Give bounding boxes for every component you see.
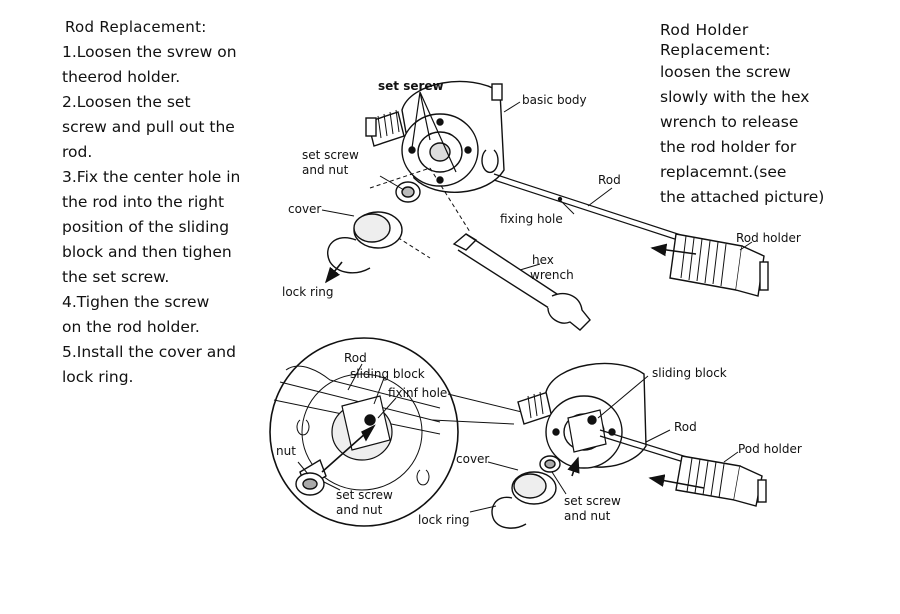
- upper-lock-ring: [327, 237, 371, 274]
- label-set-screw-inset-2: and nut: [336, 503, 383, 517]
- label-lock-ring-upper: lock ring: [282, 285, 334, 299]
- holder-instruction-line: wrench to release: [660, 113, 799, 131]
- instruction-line: the set screw.: [62, 268, 170, 286]
- rod-replacement-instructions: Rod Replacement: 1.Loosen the svrew on t…: [62, 18, 272, 390]
- upper-exploded-view: [321, 80, 769, 331]
- label-set-screw-lower-2: and nut: [564, 509, 611, 523]
- label-nut: nut: [276, 444, 296, 458]
- label-pod-holder: Pod holder: [738, 442, 802, 456]
- label-rod: Rod: [598, 173, 621, 187]
- label-set-screw-inset-1: set screw: [336, 488, 393, 502]
- hex-wrench: [452, 233, 591, 331]
- label-set-screw-nut-2: and nut: [302, 163, 349, 177]
- holder-instruction-line: replacemnt.(see: [660, 163, 787, 181]
- holder-instruction-line: slowly with the hex: [660, 88, 810, 106]
- label-rod-holder: Rod holder: [736, 231, 801, 245]
- label-sliding-block: sliding block: [652, 366, 727, 380]
- label-fixing-hole: fixing hole: [500, 212, 563, 226]
- rod-holder-heading-1: Rod Holder: [660, 21, 749, 39]
- lower-assembled-view: [469, 362, 767, 529]
- instruction-line: 5.Install the cover and: [62, 343, 236, 361]
- instruction-line: 1.Loosen the svrew on: [62, 43, 237, 61]
- label-hex-wrench-1: hex: [532, 253, 554, 267]
- upper-basic-body: [401, 80, 505, 193]
- holder-instruction-line: the attached picture): [660, 188, 825, 206]
- lower-inset-detail: [269, 337, 539, 527]
- label-cover: cover: [288, 202, 321, 216]
- holder-instruction-line: loosen the screw: [660, 63, 791, 81]
- label-hex-wrench-2: wrench: [530, 268, 574, 282]
- upper-threaded-shaft: [365, 109, 405, 147]
- instruction-line: 2.Loosen the set: [62, 93, 191, 111]
- instruction-line: position of the sliding: [62, 218, 230, 236]
- instruction-line: rod.: [62, 143, 93, 161]
- instruction-line: 3.Fix the center hole in: [62, 168, 241, 186]
- instruction-line: on the rod holder.: [62, 318, 200, 336]
- instruction-line: block and then tighen: [62, 243, 232, 261]
- rod-holder-heading-2: Replacement:: [660, 41, 771, 59]
- rod-holder-replacement-instructions: Rod Holder Replacement: loosen the screw…: [660, 20, 890, 210]
- label-fixing-hole-inset: fixinf hole: [388, 386, 447, 400]
- instruction-line: the rod into the right: [62, 193, 225, 211]
- upper-rod-holder: [669, 233, 769, 297]
- instruction-line: screw and pull out the: [62, 118, 235, 136]
- instruction-line: lock ring.: [62, 368, 134, 386]
- label-lock-ring-lower: lock ring: [418, 513, 470, 527]
- label-set-screw: set serew: [378, 79, 444, 93]
- upper-rod: [493, 173, 691, 245]
- label-basic-body: basic body: [522, 93, 587, 107]
- label-set-screw-lower-1: set screw: [564, 494, 621, 508]
- label-rod-inset: Rod: [344, 351, 367, 365]
- instruction-line: 4.Tighen the screw: [62, 293, 210, 311]
- label-set-screw-nut-1: set screw: [302, 148, 359, 162]
- instruction-line: theerod holder.: [62, 68, 181, 86]
- holder-instruction-line: the rod holder for: [660, 138, 797, 156]
- upper-cover: [353, 211, 403, 249]
- label-sliding-block-inset: sliding block: [350, 367, 425, 381]
- label-cover-lower: cover: [456, 452, 489, 466]
- label-rod-lower: Rod: [674, 420, 697, 434]
- rod-replacement-heading: Rod Replacement:: [65, 18, 207, 36]
- upper-set-screw-nut: [395, 181, 421, 203]
